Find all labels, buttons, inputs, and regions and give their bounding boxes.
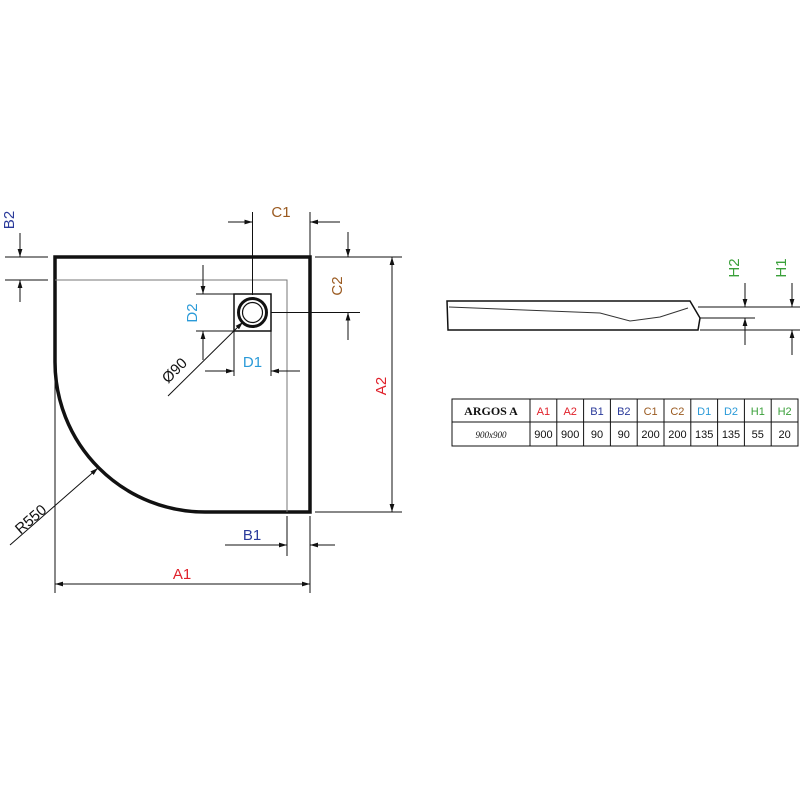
table-header-a2: A2: [563, 406, 576, 418]
label-b1: B1: [243, 527, 261, 544]
dimension-table: ARGOS A 900x900 A1 900 A2 900 B1 90 B2 90 C1 200 C…: [451, 398, 799, 447]
table-columns: A1 900 A2 900 B1 90 B2 90 C1 200 C2 200 D1 135 D2 135 H1…: [534, 399, 792, 446]
table-header-d1: D1: [697, 406, 711, 418]
table-value-c2: 200: [668, 429, 686, 441]
tray-plan-view: [53, 255, 312, 514]
tray-profile-slope: [448, 306, 689, 322]
label-h1: H1: [773, 258, 790, 277]
label-b2: B2: [1, 211, 18, 229]
label-d2: D2: [184, 303, 201, 322]
table-value-a1: 900: [534, 429, 552, 441]
table-value-d1: 135: [695, 429, 713, 441]
dimension-c2: C2: [271, 232, 360, 340]
dimension-a1: A1: [54, 368, 311, 593]
table-value-b1: 90: [591, 429, 603, 441]
table-value-b2: 90: [618, 429, 630, 441]
label-h2: H2: [726, 258, 743, 277]
table-value-a2: 900: [561, 429, 579, 441]
table-size: 900x900: [476, 430, 507, 440]
table-header-b1: B1: [590, 406, 603, 418]
drain-circle-inner: [241, 301, 264, 324]
table-value-d2: 135: [722, 429, 740, 441]
label-a1: A1: [173, 566, 191, 583]
table-header-c2: C2: [670, 406, 684, 418]
table-header-b2: B2: [617, 406, 630, 418]
dimension-b2: B2: [1, 211, 48, 302]
table-value-c1: 200: [641, 429, 659, 441]
label-d1: D1: [243, 354, 262, 371]
label-c1: C1: [271, 204, 290, 221]
label-drain-diameter: Ø90: [159, 355, 191, 387]
tray-side-view: [446, 300, 800, 331]
dimension-h2: H2: [726, 258, 748, 345]
tray-outline: [53, 255, 312, 514]
tray-inner-edge: [55, 279, 288, 512]
dimension-a2: A2: [315, 256, 402, 513]
table-header-c1: C1: [644, 406, 658, 418]
drain-diameter-leader: Ø90: [159, 321, 244, 397]
dimension-h1: H1: [773, 258, 795, 355]
dimension-d1: D1: [205, 331, 300, 376]
table-header-a1: A1: [537, 406, 550, 418]
table-header-h1: H1: [751, 406, 765, 418]
table-header-d2: D2: [724, 406, 738, 418]
dimension-c1: C1: [228, 204, 340, 295]
tray-profile-outline: [446, 300, 701, 331]
label-a2: A2: [373, 377, 390, 395]
dimension-d2: D2: [184, 265, 234, 360]
table-value-h1: 55: [752, 429, 764, 441]
label-radius: R550: [12, 501, 50, 537]
table-value-h2: 20: [778, 429, 790, 441]
label-c2: C2: [329, 276, 346, 295]
drain-circle-outer: [237, 297, 268, 328]
dimension-b1: B1: [225, 516, 335, 556]
radius-leader: R550: [9, 467, 99, 546]
table-model: ARGOS A: [464, 404, 518, 418]
table-header-h2: H2: [778, 406, 792, 418]
